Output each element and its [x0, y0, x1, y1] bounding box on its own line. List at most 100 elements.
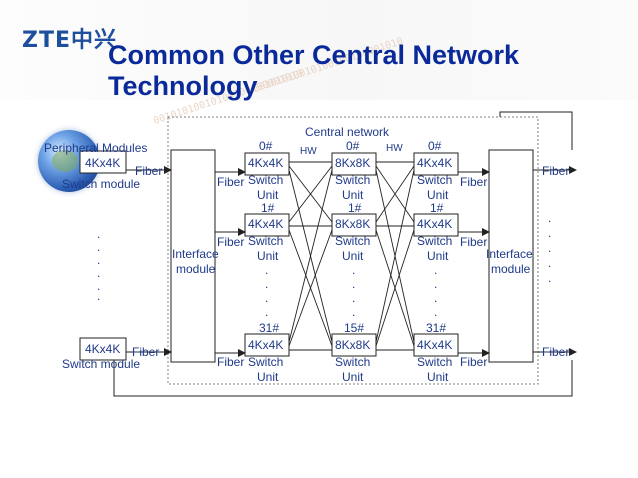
col3-dot: . — [434, 291, 437, 305]
fiber-label-if-col1-0: Fiber — [217, 175, 244, 189]
col2-dot: . — [352, 291, 355, 305]
col3-unit-0-box — [413, 152, 459, 176]
col2-unit-0-box — [331, 152, 377, 176]
col2-mid-index: 1# — [348, 201, 362, 215]
left-dot: . — [97, 227, 100, 241]
left-interface-label-2: module — [176, 262, 216, 276]
right-dot: . — [548, 211, 551, 225]
col2-unit1-line2: Switch — [335, 234, 370, 248]
left-interface-label-1: Interface — [172, 247, 219, 261]
col1-dot: . — [265, 291, 268, 305]
col2-dot: . — [352, 263, 355, 277]
left-switch-top-label: 4Kx4K — [85, 156, 120, 170]
header-banner — [0, 0, 638, 100]
col1-unit31-line2: Switch — [248, 355, 283, 369]
hw-label-right: HW — [386, 143, 403, 154]
col3-top-index: 0# — [428, 139, 442, 153]
col3-unit1-line2: Switch — [417, 234, 452, 248]
left-dot: . — [97, 240, 100, 254]
title-line-1: Common Other Central Network — [108, 40, 520, 70]
left-dot: . — [97, 289, 100, 303]
fiber-label-right-top: Fiber — [542, 164, 569, 178]
col2-unit0-line3: Unit — [342, 188, 364, 202]
col2-dot: . — [352, 305, 355, 319]
left-switch-bottom-label: 4Kx4K — [85, 342, 120, 356]
col2-unit0-line1: 8Kx8K — [335, 156, 370, 170]
title-line-2: Technology — [108, 71, 258, 101]
hw-label-left: HW — [300, 146, 317, 157]
fiber-label-col3-if-0: Fiber — [460, 175, 487, 189]
col2-bottom-index: 15# — [344, 321, 364, 335]
col3-unit0-line1: 4Kx4K — [417, 156, 452, 170]
col1-dot: . — [265, 263, 268, 277]
col1-unit31-line1: 4Kx4K — [248, 338, 283, 352]
col2-top-index: 0# — [346, 139, 360, 153]
col3-unit1-line1: 4Kx4K — [417, 217, 452, 231]
col1-unit0-line3: Unit — [257, 188, 279, 202]
right-dot: . — [548, 241, 551, 255]
right-interface-label-2: module — [491, 262, 531, 276]
col1-mid-index: 1# — [261, 201, 275, 215]
col3-dot: . — [434, 305, 437, 319]
company-logo: ZTE中兴 — [22, 28, 117, 53]
col3-unit1-line3: Unit — [427, 249, 449, 263]
col1-unit31-line3: Unit — [257, 370, 279, 384]
col1-unit1-line1: 4Kx4K — [248, 217, 283, 231]
col3-unit31-line3: Unit — [427, 370, 449, 384]
right-dot: . — [548, 271, 551, 285]
col3-unit-1-box — [413, 213, 459, 237]
slide-title: Common Other Central Network Technology — [108, 40, 519, 102]
col2-unit15-line1: 8Kx8K — [335, 338, 370, 352]
col3-unit31-line2: Switch — [417, 355, 452, 369]
col2-unit15-line2: Switch — [335, 355, 370, 369]
col1-dot: . — [265, 305, 268, 319]
cross-links-stage2 — [375, 161, 415, 351]
col3-bottom-index: 31# — [426, 321, 446, 335]
left-switch-bottom-box — [79, 337, 127, 361]
peripheral-modules-label: Peripheral Modules — [44, 141, 147, 155]
fiber-label-col3-if-1: Fiber — [460, 235, 487, 249]
col2-unit-1-box — [331, 213, 377, 237]
col2-unit1-line1: 8Kx8K — [335, 217, 370, 231]
col3-dot: . — [434, 263, 437, 277]
right-interface-label-1: Interface — [486, 247, 533, 261]
central-network-border — [167, 116, 539, 385]
left-dot: . — [97, 279, 100, 293]
right-dot: . — [548, 226, 551, 240]
fiber-label-left-top: Fiber — [135, 164, 162, 178]
left-switch-bottom-caption: Switch module — [62, 357, 140, 371]
central-network-label: Central network — [305, 125, 390, 139]
col1-bottom-index: 31# — [259, 321, 279, 335]
col3-mid-index: 1# — [430, 201, 444, 215]
col2-unit0-line2: Switch — [335, 173, 370, 187]
fiber-label-right-bottom: Fiber — [542, 345, 569, 359]
col1-unit-1-box — [244, 213, 290, 237]
left-dot: . — [97, 266, 100, 280]
col2-dot: . — [352, 277, 355, 291]
col3-dot: . — [434, 277, 437, 291]
col1-dot: . — [265, 277, 268, 291]
bottom-loop-line — [113, 360, 573, 397]
col1-unit0-line1: 4Kx4K — [248, 156, 283, 170]
col1-unit1-line2: Switch — [248, 234, 283, 248]
col2-unit1-line3: Unit — [342, 249, 364, 263]
col2-unit15-line3: Unit — [342, 370, 364, 384]
left-interface-module — [170, 149, 216, 363]
col1-unit-0-box — [244, 152, 290, 176]
col3-unit0-line3: Unit — [427, 188, 449, 202]
top-loop-line — [499, 111, 573, 150]
fiber-label-if-col1-1: Fiber — [217, 235, 244, 249]
col3-unit0-line2: Switch — [417, 173, 452, 187]
fiber-label-left-bottom: Fiber — [132, 345, 159, 359]
left-switch-top-box — [79, 150, 127, 174]
left-dot: . — [97, 253, 100, 267]
fiber-label-if-col1-31: Fiber — [217, 355, 244, 369]
right-interface-module — [488, 149, 534, 363]
col1-unit1-line3: Unit — [257, 249, 279, 263]
col3-unit31-line1: 4Kx4K — [417, 338, 452, 352]
fiber-label-col3-if-31: Fiber — [460, 355, 487, 369]
right-dot: . — [548, 256, 551, 270]
cross-links-stage1 — [288, 161, 333, 351]
col1-unit0-line2: Switch — [248, 173, 283, 187]
